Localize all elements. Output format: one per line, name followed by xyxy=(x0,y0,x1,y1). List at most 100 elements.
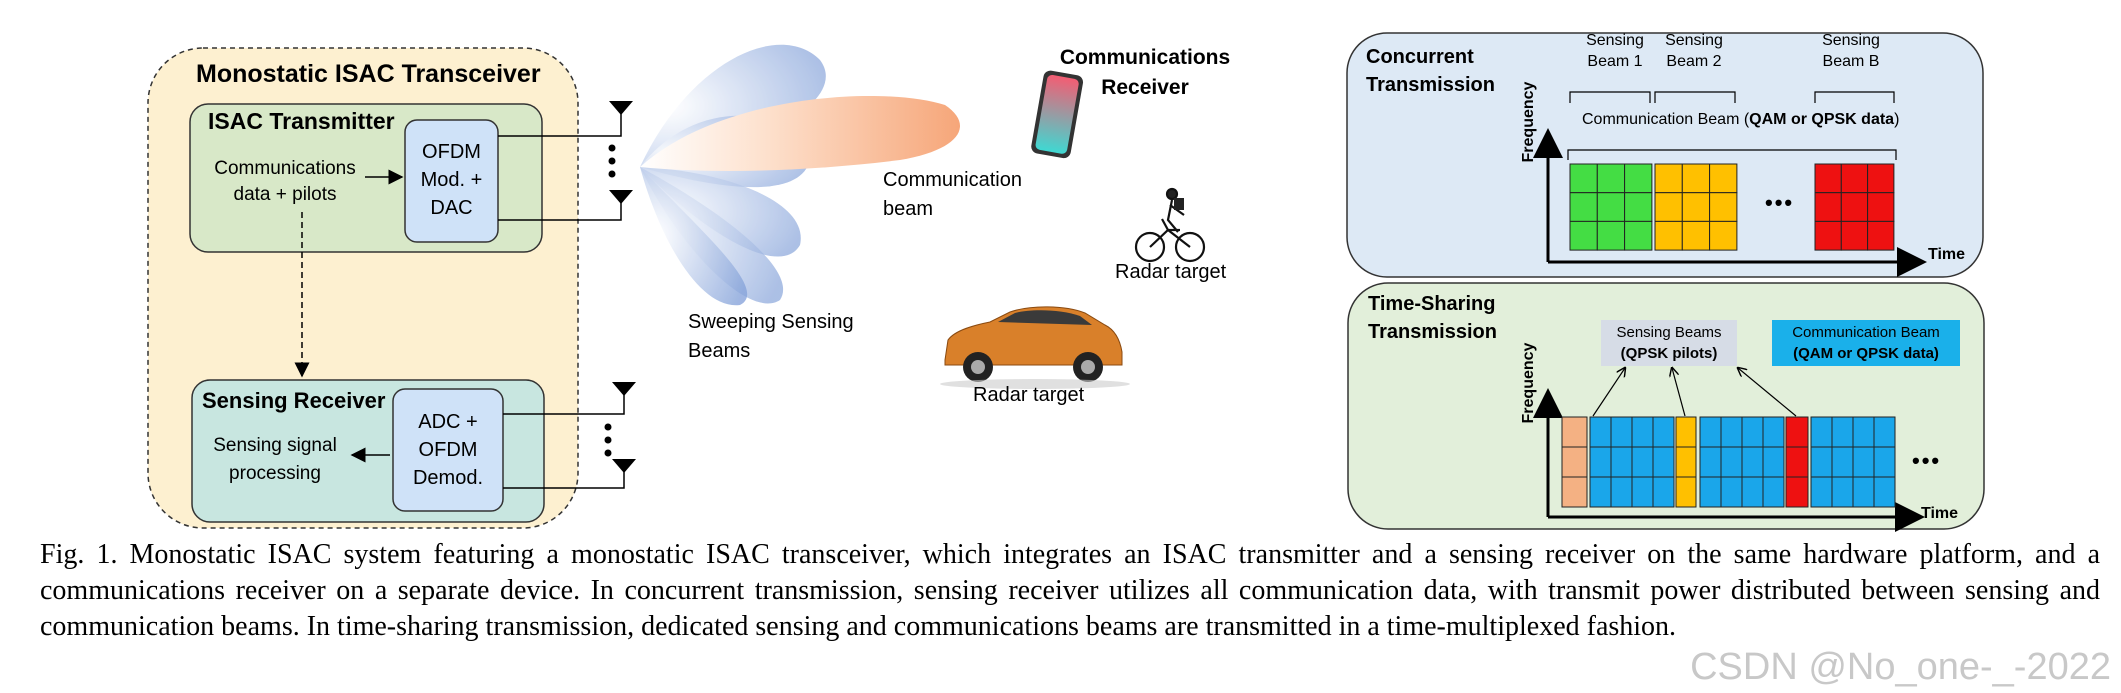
comm-slot-cell xyxy=(1873,476,1896,508)
car-icon xyxy=(940,306,1130,389)
sensing-beam-1-cell xyxy=(1624,220,1653,251)
comm-slot-cell xyxy=(1810,446,1833,478)
sensing-beam-2-cell xyxy=(1654,163,1683,194)
tx-input-label: Communications data + pilots xyxy=(214,158,356,205)
sensing-beam-1-label: Sensing Beam 1 xyxy=(1586,32,1644,70)
sensing-beam-1-cell xyxy=(1624,192,1653,222)
sensing-beams xyxy=(640,44,826,306)
sensing-beam-1-cell xyxy=(1624,163,1653,194)
comm-slot-cell xyxy=(1652,476,1675,508)
ofdm-mod-label: OFDM Mod. + DAC xyxy=(420,141,483,219)
timesharing-grid xyxy=(1561,416,1896,508)
comm-slot-cell xyxy=(1852,446,1875,478)
comm-slot-cell xyxy=(1652,416,1675,448)
comm-slot-cell xyxy=(1741,416,1764,448)
sensing-beam-1-cell xyxy=(1569,163,1598,194)
comm-slot-cell xyxy=(1631,446,1654,478)
concurrent-grid xyxy=(1569,163,1895,251)
sensing-beam-b-cell xyxy=(1840,220,1869,251)
comm-slot-cell xyxy=(1720,476,1743,508)
radar-target-bike-label: Radar target xyxy=(1115,261,1227,283)
comm-slot-cell xyxy=(1762,416,1785,448)
sensing-beam-b-label: Sensing Beam B xyxy=(1822,32,1880,70)
concurrent-yaxis-label: Frequency xyxy=(1520,81,1537,163)
comm-beam-suffix: ) xyxy=(1894,111,1900,128)
cyclist-icon xyxy=(1134,187,1206,263)
sensing-slot-cell xyxy=(1785,416,1809,448)
sensing-beams-tag-sub: (QPSK pilots) xyxy=(1620,345,1718,362)
comm-slot-cell xyxy=(1610,446,1633,478)
comm-slot-cell xyxy=(1762,476,1785,508)
sensing-beams-tag: Sensing Beams (QPSK pilots) xyxy=(1601,320,1737,366)
comm-slot-cell xyxy=(1610,476,1633,508)
comm-slot-cell xyxy=(1631,416,1654,448)
sensing-slot-cell xyxy=(1785,446,1809,478)
sensing-slot-cell xyxy=(1675,446,1697,478)
comm-slot-cell xyxy=(1873,416,1896,448)
timesharing-dots: ••• xyxy=(1912,448,1942,473)
comm-beam-tag-title: Communication Beam xyxy=(1792,324,1940,341)
watermark: CSDN @No_one-_-2022 xyxy=(1690,646,2111,688)
sensing-beam-1-cell xyxy=(1569,192,1598,222)
comm-slot-cell xyxy=(1699,476,1722,508)
rx-title: Sensing Receiver xyxy=(202,388,386,413)
phone-icon xyxy=(1031,70,1084,159)
comm-slot-cell xyxy=(1589,446,1612,478)
comm-beam-label: Communication beam xyxy=(883,169,1022,220)
adc-box xyxy=(392,388,504,512)
sensing-slot-cell xyxy=(1561,476,1588,508)
sensing-beam-2-cell xyxy=(1681,163,1711,194)
comm-slot-cell xyxy=(1831,446,1854,478)
comm-slot-cell xyxy=(1810,416,1833,448)
sensing-beams-tag-title: Sensing Beams xyxy=(1616,324,1722,341)
communication-beam xyxy=(640,95,960,171)
sensing-beam-1-cell xyxy=(1596,163,1626,194)
concurrent-dots: ••• xyxy=(1765,190,1795,215)
sensing-beam-2-cell xyxy=(1709,220,1738,251)
comm-slot-cell xyxy=(1589,416,1612,448)
rx-output-label: Sensing signal processing xyxy=(213,435,337,484)
comm-slot-cell xyxy=(1631,476,1654,508)
comm-slot-cell xyxy=(1589,476,1612,508)
concurrent-xaxis-label: Time xyxy=(1928,246,1966,263)
comm-slot-cell xyxy=(1699,416,1722,448)
comm-slot-cell xyxy=(1699,446,1722,478)
sweeping-beams-label: Sweeping Sensing Beams xyxy=(688,311,854,362)
comm-receiver-label: Communications Receiver xyxy=(1059,46,1231,99)
figure-caption: Fig. 1. Monostatic ISAC system featuring… xyxy=(40,539,2100,642)
sensing-beam-b-cell xyxy=(1867,163,1895,194)
tx-title: ISAC Transmitter xyxy=(208,108,395,134)
comm-slot-cell xyxy=(1852,476,1875,508)
sensing-beam-b-cell xyxy=(1867,192,1895,222)
sensing-beam-b-cell xyxy=(1814,163,1842,194)
sensing-beam-2-cell xyxy=(1709,163,1738,194)
sensing-beam-b-cell xyxy=(1840,192,1869,222)
comm-beam-tag-sub: (QAM or QPSK data) xyxy=(1793,345,1939,362)
concurrent-comm-beam-label: Communication Beam (QAM or QPSK data) xyxy=(1582,111,1899,129)
ofdm-mod-box xyxy=(404,119,499,243)
comm-slot-cell xyxy=(1741,476,1764,508)
sensing-slot-cell xyxy=(1561,446,1588,478)
comm-slot-cell xyxy=(1652,446,1675,478)
sensing-beam-2-cell xyxy=(1681,192,1711,222)
sensing-slot-cell xyxy=(1561,416,1588,448)
comm-beam-prefix: Communication Beam ( xyxy=(1582,111,1750,128)
timesharing-xaxis-label: Time xyxy=(1921,505,1959,522)
sensing-beam-b-cell xyxy=(1814,192,1842,222)
comm-slot-cell xyxy=(1852,416,1875,448)
sensing-beam-1-cell xyxy=(1596,192,1626,222)
sensing-slot-cell xyxy=(1675,416,1697,448)
sensing-beam-2-cell xyxy=(1681,220,1711,251)
timesharing-yaxis-label: Frequency xyxy=(1520,342,1537,424)
comm-slot-cell xyxy=(1831,476,1854,508)
comm-slot-cell xyxy=(1720,416,1743,448)
comm-slot-cell xyxy=(1810,476,1833,508)
sensing-beam-2-label: Sensing Beam 2 xyxy=(1665,32,1723,70)
comm-slot-cell xyxy=(1762,446,1785,478)
sensing-slot-cell xyxy=(1785,476,1809,508)
sensing-beam-2-cell xyxy=(1709,192,1738,222)
sensing-beam-b-cell xyxy=(1840,163,1869,194)
comm-beam-bold: QAM or QPSK data xyxy=(1749,111,1895,128)
comm-slot-cell xyxy=(1741,446,1764,478)
comm-slot-cell xyxy=(1720,446,1743,478)
